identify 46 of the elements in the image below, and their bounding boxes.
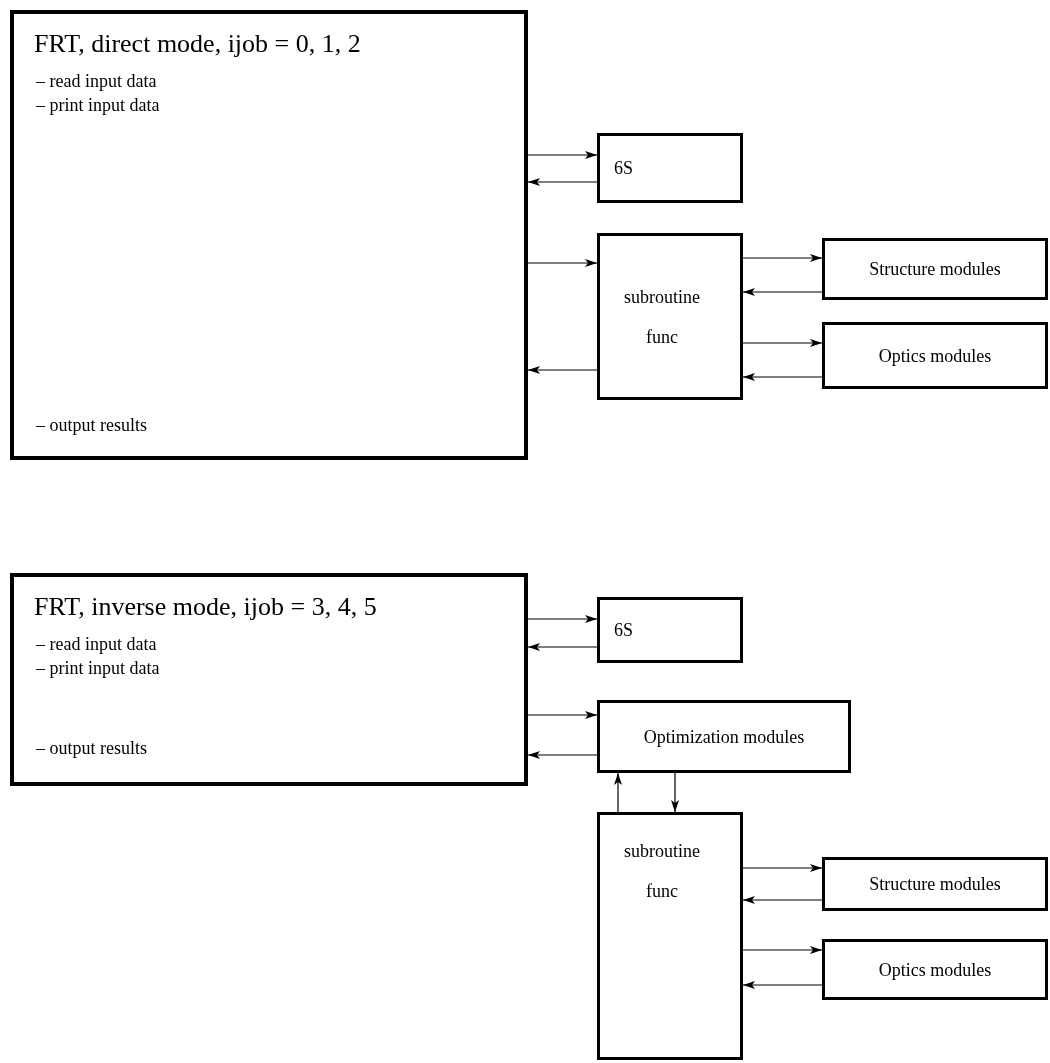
box-label: Optics modules [878, 344, 992, 367]
arrow [742, 254, 823, 262]
task-item: – read input data [36, 633, 157, 655]
arrow [742, 981, 823, 989]
arrow [527, 151, 598, 159]
module-box [597, 233, 743, 400]
box-label: Optics modules [878, 958, 992, 981]
box-title: FRT, inverse mode, ijob = 3, 4, 5 [34, 591, 377, 623]
task-item: – print input data [36, 94, 160, 116]
arrow [742, 896, 823, 904]
program-box [10, 573, 528, 786]
arrow [527, 711, 598, 719]
arrow [742, 339, 823, 347]
arrow [527, 259, 598, 267]
arrow [671, 772, 679, 813]
arrow [527, 751, 598, 759]
module-box [597, 700, 851, 773]
box-label: subroutine func [623, 840, 701, 903]
box-label: subroutine func [623, 285, 701, 349]
arrow [527, 643, 598, 651]
arrow [614, 772, 622, 813]
module-box [597, 597, 743, 663]
module-box [597, 812, 743, 1060]
task-item: – output results [36, 737, 147, 759]
box-label: 6S [614, 157, 633, 179]
arrow [527, 615, 598, 623]
task-item: – print input data [36, 657, 160, 679]
task-item: – output results [36, 414, 147, 436]
module-box [597, 133, 743, 203]
box-label: Optimization modules [643, 725, 805, 748]
arrow [527, 366, 598, 374]
task-item: – read input data [36, 70, 157, 92]
module-box [822, 939, 1048, 1000]
arrow [742, 373, 823, 381]
arrow [527, 178, 598, 186]
box-label: Structure modules [869, 873, 1001, 895]
arrow [742, 864, 823, 872]
module-box [822, 857, 1048, 911]
module-box [822, 238, 1048, 300]
arrow [742, 288, 823, 296]
box-label: Structure modules [869, 258, 1001, 280]
module-box [822, 322, 1048, 389]
program-box [10, 10, 528, 460]
arrow [742, 946, 823, 954]
box-title: FRT, direct mode, ijob = 0, 1, 2 [34, 28, 361, 60]
box-label: 6S [614, 619, 633, 641]
